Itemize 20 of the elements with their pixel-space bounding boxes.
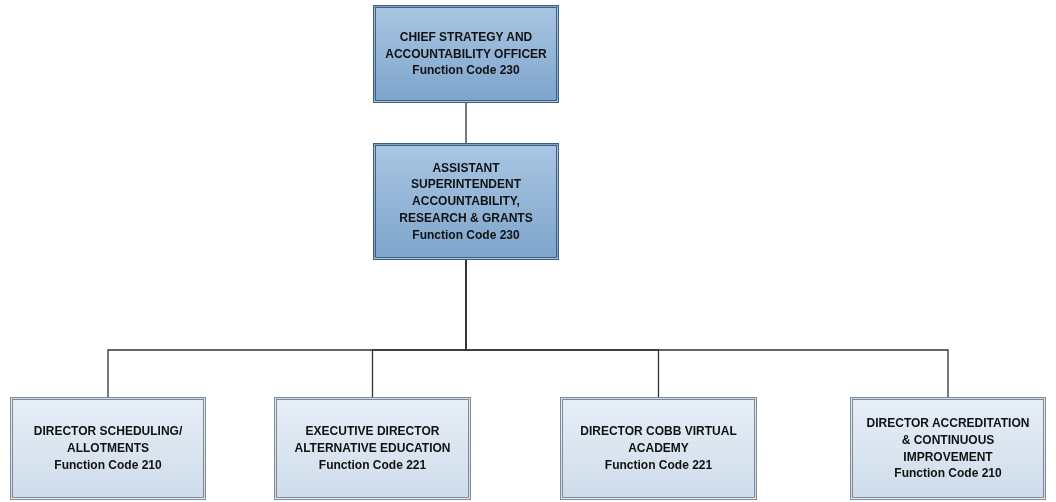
org-box — [10, 397, 206, 500]
function-code: Function Code 221 — [604, 456, 713, 474]
org-box — [274, 397, 471, 500]
org-box — [560, 397, 757, 500]
position-title: DIRECTOR ACCREDITATION & CONTINUOUS IMPROVEMENT — [865, 414, 1031, 466]
position-title: CHIEF STRATEGY AND ACCOUNTABILITY OFFICER — [384, 28, 548, 63]
function-code: Function Code 221 — [318, 456, 427, 474]
org-box — [850, 397, 1046, 500]
function-code: Function Code 210 — [54, 456, 162, 474]
position-title: EXECUTIVE DIRECTOR ALTERNATIVE EDUCATION — [293, 423, 452, 457]
connector-line — [465, 102, 467, 144]
position-title: ASSISTANT SUPERINTENDENT ACCOUNTABILITY, RESEARCH & GRANTS — [398, 159, 534, 227]
position-title: DIRECTOR COBB VIRTUAL ACADEMY — [579, 423, 738, 457]
position-title: DIRECTOR SCHEDULING/ ALLOTMENTS — [32, 423, 184, 457]
function-code: Function Code 230 — [412, 226, 520, 244]
function-code: Function Code 230 — [412, 62, 520, 80]
function-code: Function Code 210 — [894, 465, 1002, 483]
connector-line — [465, 259, 949, 398]
org-box — [373, 143, 559, 260]
org-box — [373, 5, 559, 103]
